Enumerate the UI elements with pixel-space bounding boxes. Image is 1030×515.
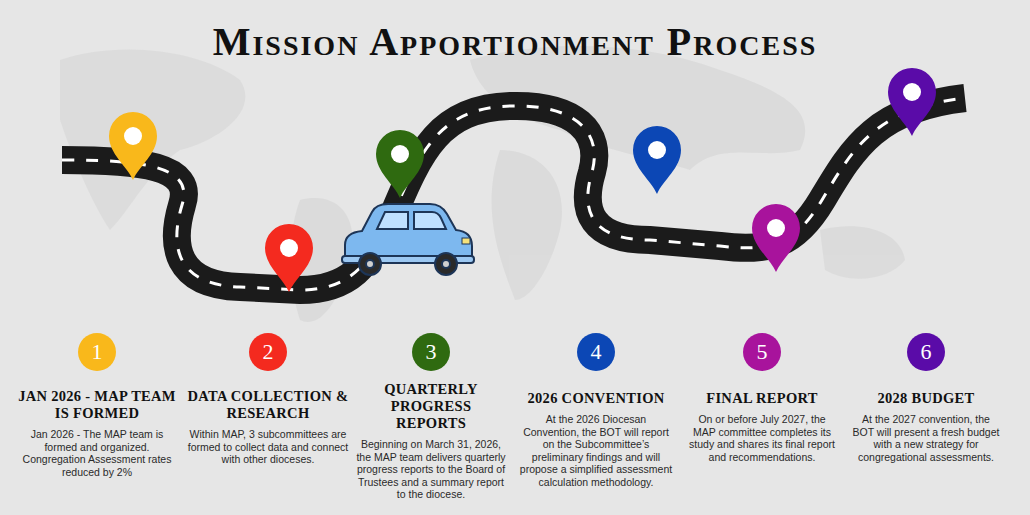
step-description: Jan 2026 - The MAP team is formed and or… [18,428,176,478]
step-circle: 1 [78,333,116,371]
step-number: 1 [92,341,103,363]
step-description: At the 2026 Diocesan Convention, the BOT… [517,413,675,488]
step-description: Beginning on March 31, 2026, the MAP tea… [356,438,506,501]
step-number: 6 [921,341,932,363]
map-pin [109,112,157,180]
step-circle: 5 [743,333,781,371]
map-pin [888,68,936,136]
step-number: 2 [263,341,274,363]
step-circle: 3 [412,333,450,371]
step-description: At the 2027 convention, the BOT will pre… [852,413,1000,463]
timeline-step: 4 2026 CONVENTION At the 2026 Diocesan Con… [517,333,675,488]
timeline-step: 1JAN 2026 - MAP TEAM IS FORMED Jan 2026 -… [18,333,176,478]
timeline-step: 6 2028 BUDGET At the 2027 convention, the … [852,333,1000,463]
timeline-step: 5FINAL REPORT On or before July 2027, the… [687,333,837,463]
step-number: 5 [757,341,768,363]
map-pin [265,224,313,292]
step-circle: 2 [249,333,287,371]
step-circle: 4 [577,333,615,371]
road-dashes [62,98,965,290]
timeline-step: 2DATA COLLECTION & RESEARCH Within MAP, 3… [187,333,349,466]
car [342,204,474,275]
page-title: Mission Apportionment Process [0,18,1030,66]
step-description: Within MAP, 3 subcommittees are formed t… [187,428,349,466]
road [62,98,965,290]
map-pin [752,204,800,272]
step-heading: QUARTERLY PROGRESS REPORTS [356,381,506,432]
step-description: On or before July 2027, the MAP committe… [687,413,837,463]
timeline-step: 3QUARTERLY PROGRESS REPORTS Beginning on … [356,333,506,501]
map-pin [376,130,424,198]
step-heading: 2026 CONVENTION [517,390,675,407]
map-pin [633,126,681,194]
step-heading: FINAL REPORT [687,390,837,407]
step-number: 3 [426,341,437,363]
step-heading: 2028 BUDGET [852,390,1000,407]
step-heading: DATA COLLECTION & RESEARCH [187,388,349,422]
step-circle: 6 [907,333,945,371]
step-number: 4 [591,341,602,363]
step-heading: JAN 2026 - MAP TEAM IS FORMED [18,388,176,422]
